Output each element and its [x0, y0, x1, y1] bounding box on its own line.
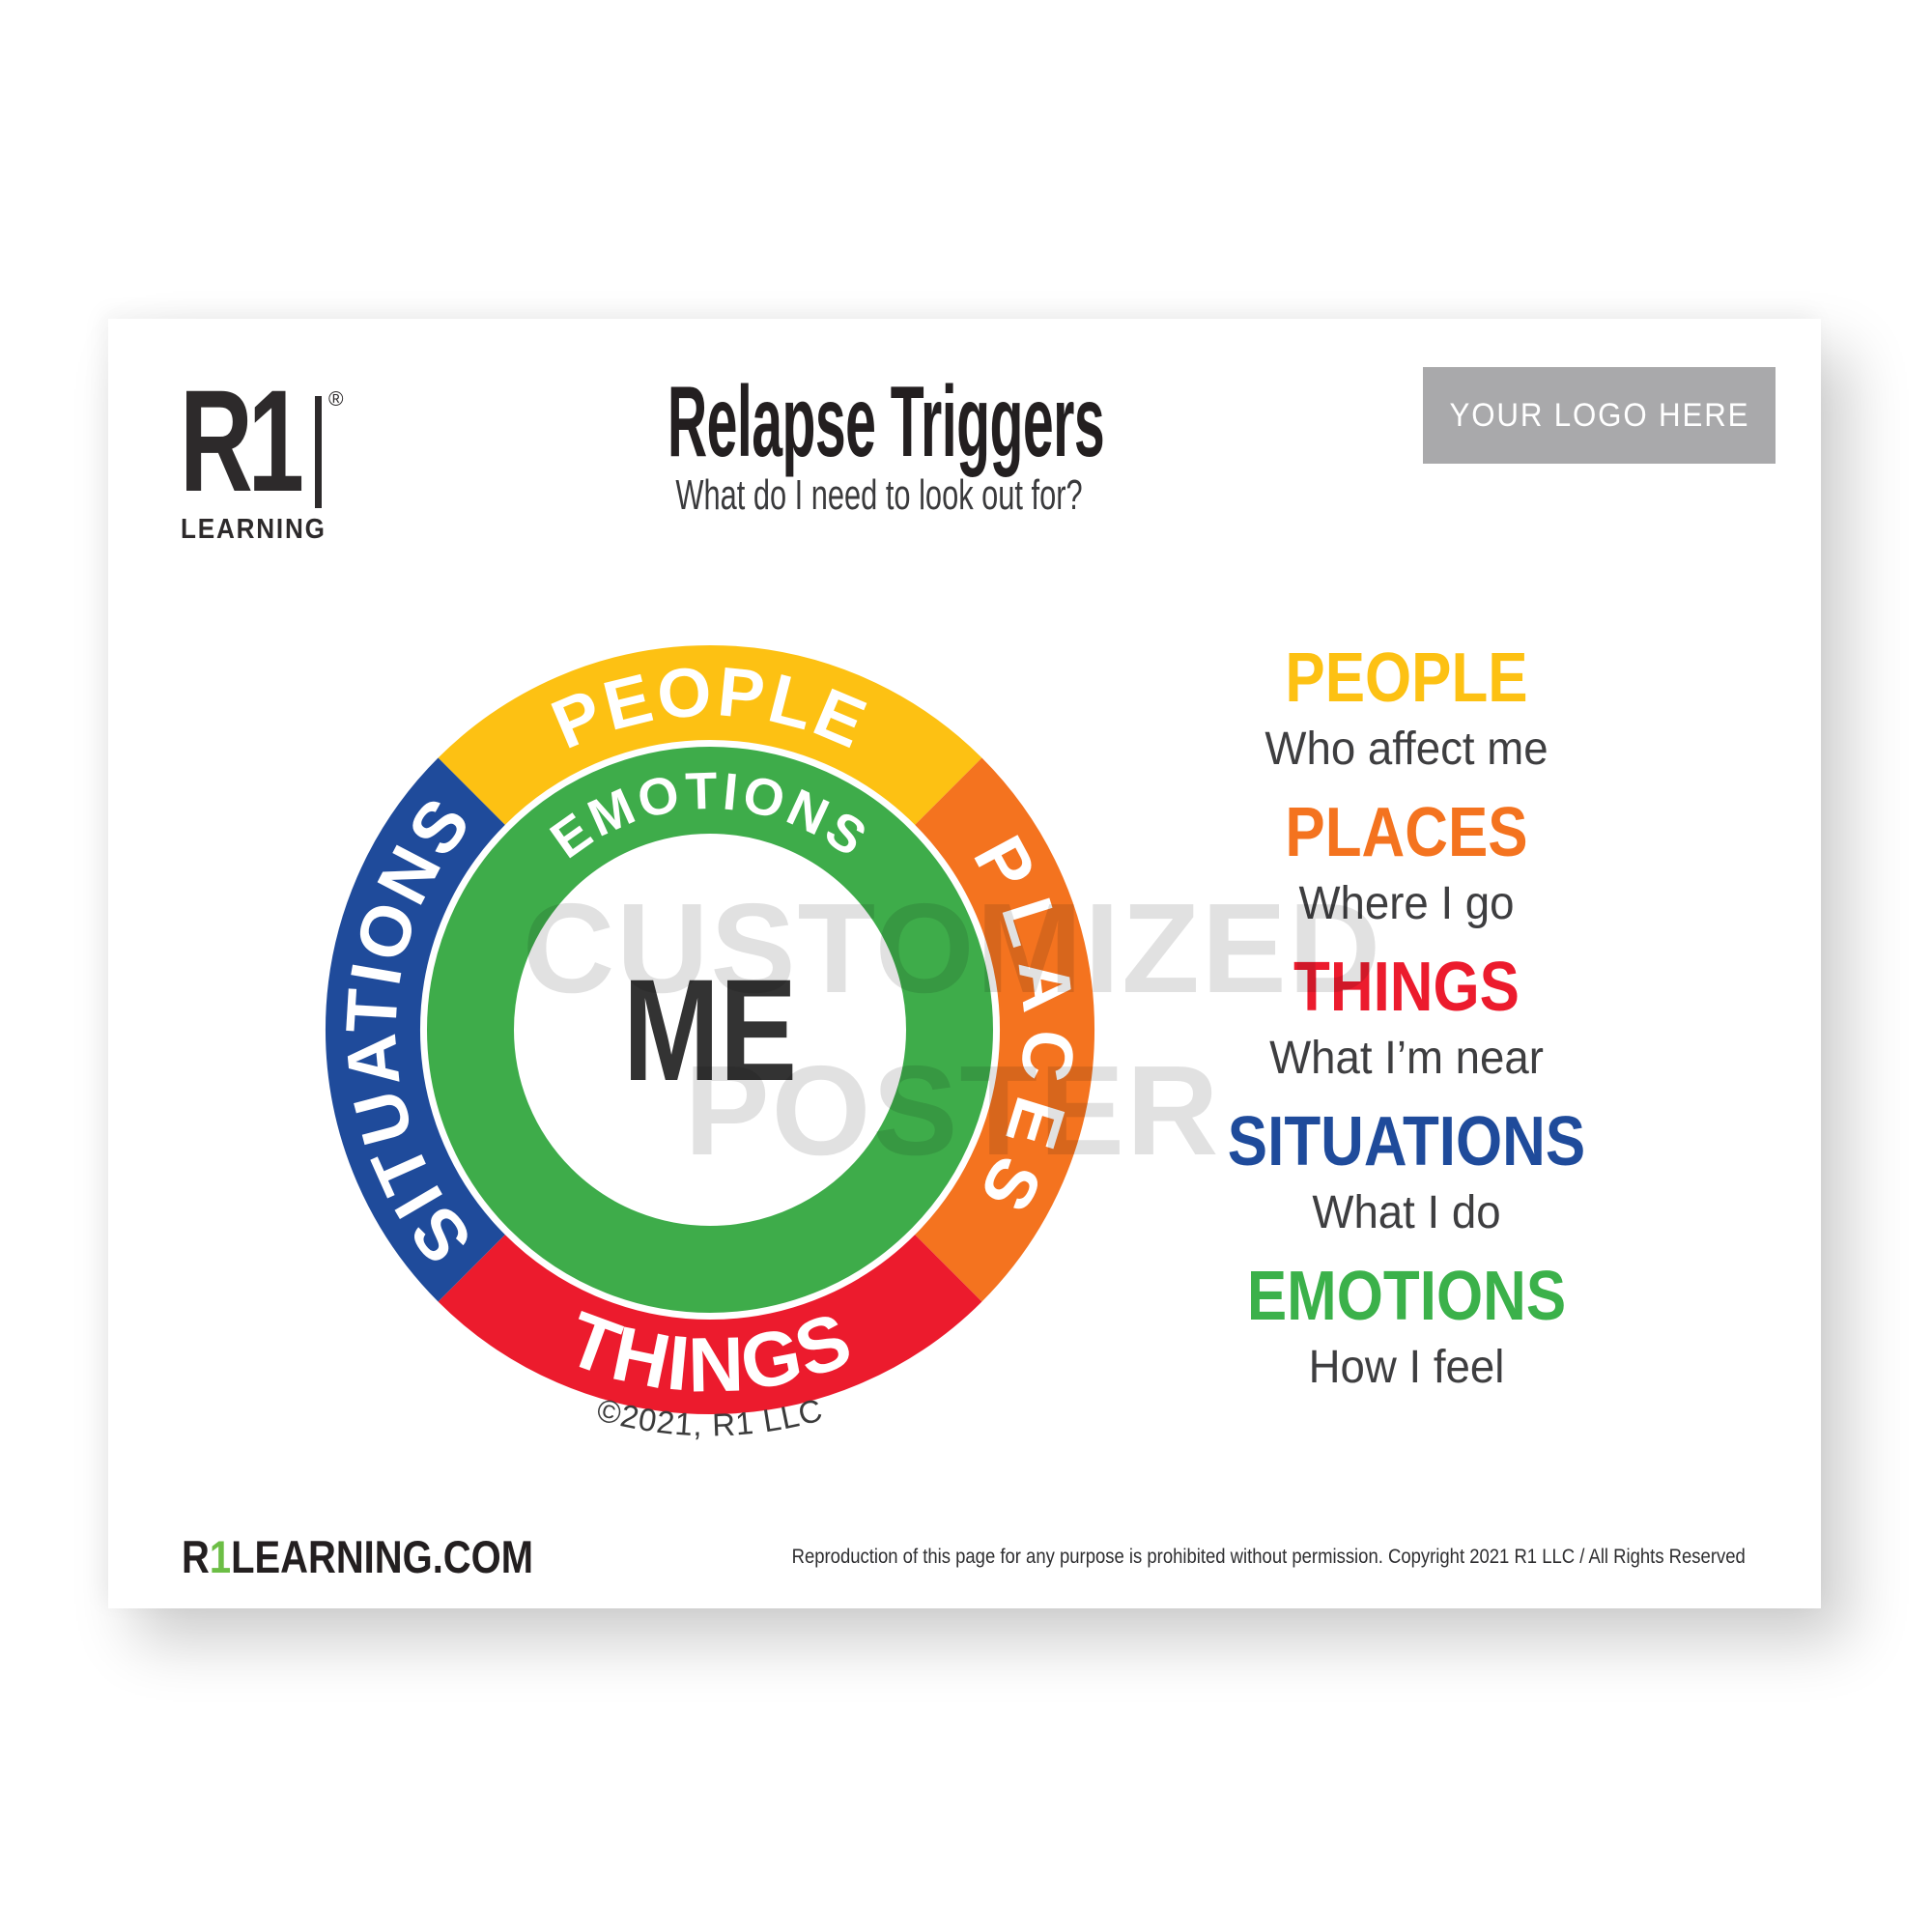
website-prefix: R [182, 1531, 210, 1582]
r1-logo-bar [315, 396, 322, 508]
legend-definition-situations: What I do [1312, 1187, 1501, 1238]
subtitle-wrap: What do I need to look out for? [588, 471, 1170, 520]
page-subtitle: What do I need to look out for? [675, 471, 1083, 519]
legend-definition-people: Who affect me [1264, 724, 1548, 775]
legend-term-emotions: EMOTIONS [1246, 1258, 1567, 1335]
segment-people-arc [438, 644, 982, 826]
legend-term-things: THINGS [1293, 949, 1520, 1026]
legend-definition-emotions: How I feel [1308, 1342, 1505, 1393]
header: Relapse Triggers [489, 365, 1283, 480]
legend-definition-things: What I’m near [1269, 1033, 1544, 1084]
website-url: R1LEARNING.COM [182, 1530, 533, 1583]
legal-line: Reproduction of this page for any purpos… [791, 1546, 1746, 1568]
logo-placeholder-box: YOUR LOGO HERE [1423, 367, 1776, 464]
me-center-label: ME [623, 949, 797, 1111]
r1-learning-logo: R1 ® LEARNING [180, 368, 392, 555]
segment-things-arc [438, 1234, 982, 1415]
segment-places-arc [914, 757, 1095, 1302]
legal-line-wrap: Reproduction of this page for any purpos… [662, 1546, 1746, 1569]
legend-term-situations: SITUATIONS [1227, 1103, 1586, 1180]
registered-trademark-symbol: ® [328, 388, 344, 411]
page-title: Relapse Triggers [667, 366, 1105, 478]
r1-logo-learning-text: LEARNING [181, 514, 327, 545]
me-center: ME [623, 949, 797, 1111]
legend-definition-places: Where I go [1298, 878, 1515, 929]
trigger-legend: PEOPLE Who affect me PLACES Where I go T… [1199, 643, 1615, 1416]
logo-placeholder-label: YOUR LOGO HERE [1449, 396, 1749, 434]
legend-term-places: PLACES [1285, 794, 1528, 871]
r1-logo-wordmark: R1 [180, 359, 304, 522]
website-highlight-digit: 1 [209, 1531, 232, 1582]
relapse-triggers-donut-diagram: PEOPLE PLACES THINGS SITUATIONS EMOTIONS… [325, 644, 1095, 1442]
poster-sheet: R1 ® LEARNING Relapse Triggers What do I… [108, 319, 1821, 1608]
emotions-ring [427, 747, 993, 1313]
segment-situations-arc [325, 757, 506, 1302]
legend-term-people: PEOPLE [1285, 639, 1528, 717]
website-suffix: LEARNING.COM [231, 1531, 534, 1582]
